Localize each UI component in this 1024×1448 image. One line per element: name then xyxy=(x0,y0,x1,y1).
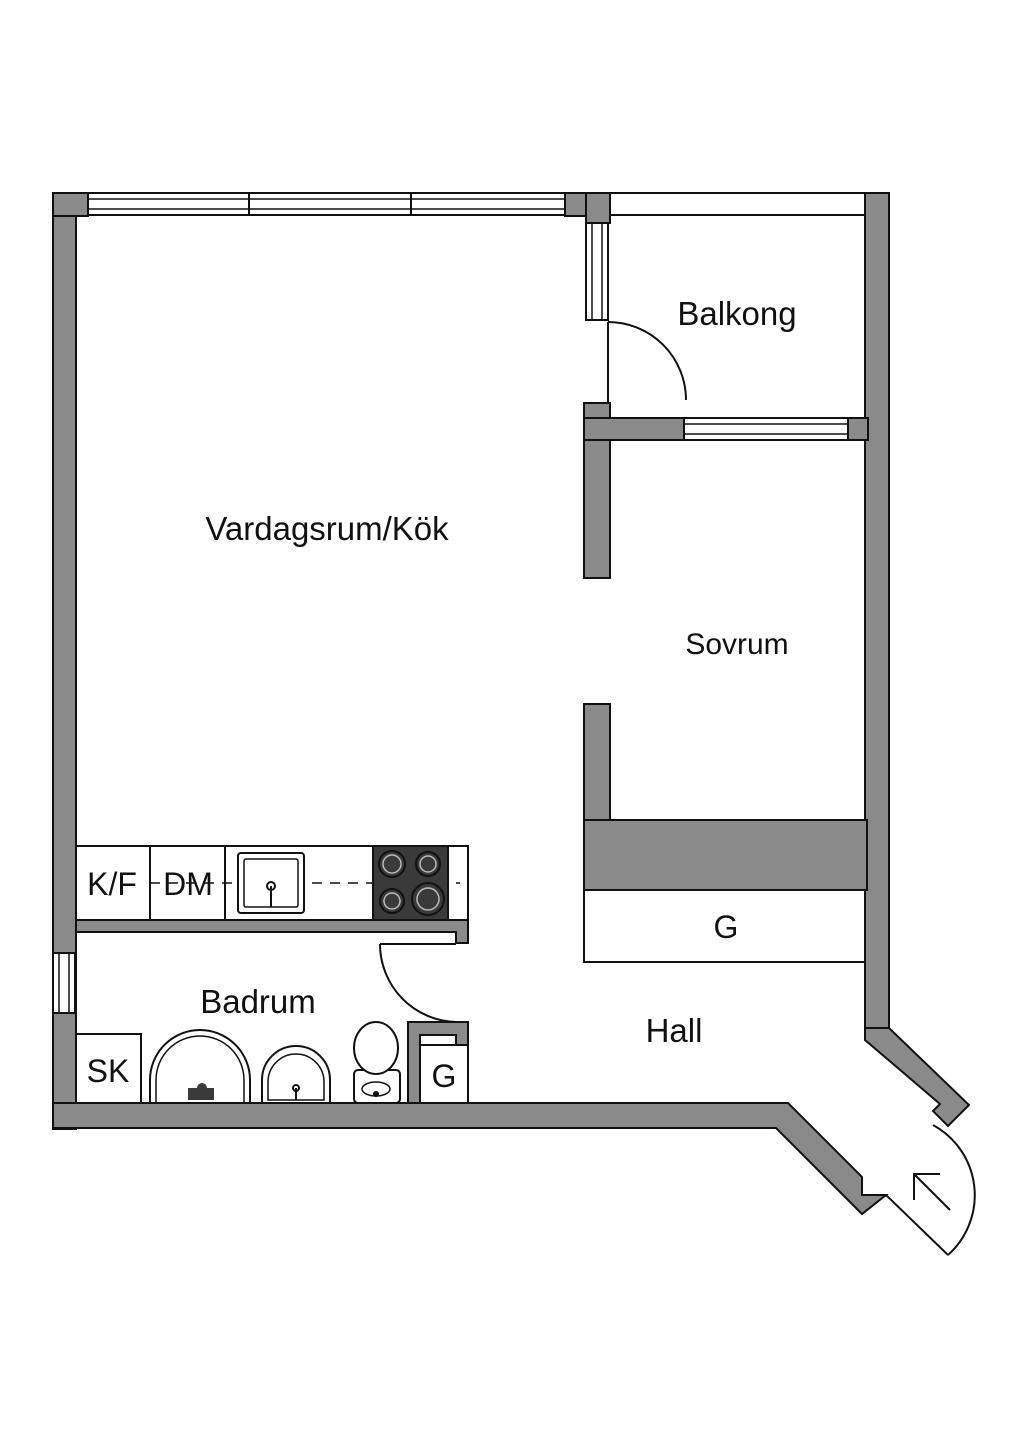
entrance xyxy=(885,1124,976,1256)
bedroom-top-wall xyxy=(583,417,869,441)
shower-icon xyxy=(149,1029,251,1103)
bathroom-walls xyxy=(52,919,469,1104)
entrance-arrow-icon xyxy=(913,1173,951,1211)
balcony-door-swing xyxy=(607,321,687,401)
bathroom-label: Badrum xyxy=(200,983,316,1020)
stove-icon xyxy=(372,845,449,921)
washbasin-icon xyxy=(261,1045,331,1103)
bedroom-walls xyxy=(583,703,868,891)
exterior-walls xyxy=(52,192,971,1216)
small-wardrobe xyxy=(419,1044,469,1104)
bedroom-label: Sovrum xyxy=(685,628,788,661)
balcony-label: Balkong xyxy=(677,295,796,332)
balcony-partition xyxy=(583,192,687,579)
bathroom-door-swing xyxy=(379,943,457,1023)
cleaning-cabinet xyxy=(75,1033,142,1104)
cleaning-cabinet-label: SK xyxy=(87,1053,130,1089)
sink-icon xyxy=(237,852,305,914)
fridge-freezer-label: K/F xyxy=(87,866,137,902)
dishwasher-label: DM xyxy=(163,866,213,902)
living-room-windows xyxy=(87,192,566,216)
hall-label: Hall xyxy=(646,1012,703,1049)
toilet-icon xyxy=(353,1021,401,1104)
hall-wardrobe xyxy=(583,889,866,963)
wardrobe-label: G xyxy=(714,909,739,945)
living-kitchen-label: Vardagsrum/Kök xyxy=(205,510,449,547)
small-wardrobe-label: G xyxy=(432,1058,457,1094)
